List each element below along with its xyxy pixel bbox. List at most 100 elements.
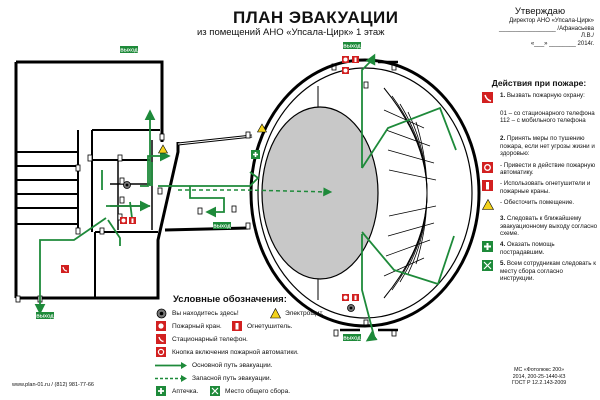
- exit-sign-bottom-mid: ВЫХОД: [343, 334, 361, 341]
- legend-phone: Стационарный телефон.: [172, 336, 248, 343]
- fire-hose-icon: [342, 67, 349, 74]
- page-subtitle: из помещений АНО «Упсала-Цирк» 1 этаж: [197, 27, 385, 38]
- fire-action-number: 1.: [500, 92, 506, 99]
- fire-hose-icon: [342, 294, 349, 301]
- approval-date-line: «___» ________ 2014г.: [530, 40, 594, 47]
- phone-icon: [156, 334, 166, 344]
- footer-certification: МС «Фотолюкс 200» 2014, 200-25-1440-КЗ Г…: [512, 367, 566, 387]
- exit-sign-top-left: ВЫХОД: [120, 46, 138, 53]
- legend-backup-route: Запасной путь эвакуации.: [192, 375, 272, 382]
- phone-icon: [482, 92, 493, 103]
- circus-hall: [249, 58, 481, 332]
- fire-action-number: 5.: [500, 260, 506, 268]
- legend-row: Вы находитесь здесь! Электрощит.: [154, 308, 414, 321]
- plan-symbols: [61, 56, 359, 312]
- legend-row: Запасной путь эвакуации.: [154, 373, 414, 386]
- exit-sign-label: ВЫХОД: [120, 47, 138, 52]
- fire-action-text: Следовать к ближайшему эвакуационному вы…: [500, 215, 598, 238]
- approval-heading: Утверждаю: [514, 6, 566, 17]
- first-aid-icon: [482, 241, 493, 253]
- footer-cert-line: МС «Фотолюкс 200»: [514, 367, 565, 373]
- exit-sign-top-mid: ВЫХОД: [343, 42, 361, 49]
- electric-hazard-icon: [482, 199, 495, 211]
- approval-signature-line: _________________ /Афанасьева Л.В./: [499, 25, 594, 40]
- assembly-point-icon: [210, 386, 220, 396]
- fire-action-text: Оказать помощь пострадавшим.: [500, 241, 555, 256]
- first-aid-icon: [251, 150, 260, 159]
- fire-alarm-button-icon: [482, 161, 493, 173]
- fire-action-text: Всем сотрудникам следовать к месту сбора…: [500, 260, 596, 283]
- first-aid-icon: [156, 386, 166, 396]
- fire-action-number: 3.: [500, 215, 506, 223]
- legend: Условные обозначения: Вы находитесь здес…: [154, 294, 414, 399]
- fire-action-item: - Использовать огнетушители и пожарные к…: [480, 180, 598, 195]
- fire-action-text: - Использовать огнетушители и пожарные к…: [500, 180, 591, 195]
- legend-fire-hose: Пожарный кран.: [172, 323, 222, 330]
- fire-action-text: Вызвать пожарную охрану:: [506, 92, 585, 99]
- fire-alarm-button-icon: [156, 347, 166, 357]
- fire-action-text: 112 – с мобильного телефона: [500, 117, 586, 125]
- fire-action-text: - Привести в действие пожарную автоматик…: [500, 161, 596, 177]
- fire-action-text: - Обесточить помещение.: [500, 199, 575, 207]
- exit-sign-label: ВЫХОД: [213, 223, 231, 228]
- legend-extinguisher: Огнетушитель.: [247, 323, 293, 330]
- fire-hose-icon: [120, 217, 127, 224]
- electric-hazard-icon: [270, 308, 281, 319]
- assembly-point-icon: [482, 260, 493, 272]
- arena: [261, 106, 379, 280]
- extinguisher-icon: [129, 217, 136, 224]
- legend-first-aid: Аптечка.: [172, 388, 199, 395]
- you-are-here-icon: [347, 304, 355, 312]
- phone-icon: [61, 265, 69, 273]
- left-building: [14, 60, 253, 300]
- fire-hose-icon: [156, 321, 166, 331]
- fire-action-text: Принять меры по тушению пожара, если нет…: [500, 135, 595, 158]
- legend-assembly-point: Место общего сбора.: [225, 388, 291, 395]
- exit-signs: ВЫХОД ВЫХОД ВЫХОД ВЫХОД ВЫХОД: [36, 42, 361, 341]
- fire-action-number: 2.: [500, 135, 506, 143]
- footer-cert-line: 2014, 200-25-1440-КЗ: [512, 373, 566, 380]
- you-are-here-icon: [156, 308, 167, 319]
- footer-cert-line: ГОСТ Р 12.2.143-2009: [512, 380, 567, 387]
- legend-alarm-button: Кнопка включения пожарной автоматики.: [172, 349, 299, 356]
- fire-action-item: 112 – с мобильного телефона: [480, 117, 598, 131]
- legend-main-route: Основной путь эвакуации.: [192, 362, 273, 369]
- exit-sign-bottom-left: ВЫХОД: [36, 312, 54, 319]
- approval-block: Утверждаю Директор АНО «Упсала-Цирк» ___…: [486, 6, 594, 48]
- legend-row: Кнопка включения пожарной автоматики.: [154, 347, 414, 360]
- fire-action-item: 1. Вызвать пожарную охрану:: [480, 92, 598, 106]
- fire-action-item: 3. Следовать к ближайшему эвакуационному…: [480, 215, 598, 237]
- backup-evacuation-routes: [178, 187, 333, 197]
- backup-route-icon: [155, 375, 187, 382]
- fire-action-item: 01 – со стационарного телефона: [480, 110, 598, 117]
- fire-hose-icon: [342, 56, 349, 63]
- fire-actions-heading: Действия при пожаре:: [491, 78, 587, 88]
- fire-action-number: 4.: [500, 241, 506, 249]
- fire-actions-panel: Действия при пожаре: 1. Вызвать пожарную…: [480, 78, 598, 287]
- fire-action-item: 2. Принять меры по тушению пожара, если …: [480, 135, 598, 157]
- fire-action-item: 4. Оказать помощь пострадавшим.: [480, 241, 598, 256]
- you-are-here-icon: [123, 181, 131, 189]
- fire-action-text: 01 – со стационарного телефона: [500, 110, 595, 117]
- extinguisher-icon: [352, 294, 359, 301]
- extinguisher-icon: [482, 180, 493, 192]
- main-route-icon: [155, 362, 187, 369]
- exit-sign-label: ВЫХОД: [343, 335, 361, 340]
- legend-row: Пожарный кран. Огнетушитель.: [154, 321, 414, 334]
- electric-hazard-icon: [256, 123, 268, 133]
- footer-contact: www.plan-01.ru / (812) 981-77-66: [12, 382, 94, 388]
- main-evacuation-routes: [34, 53, 457, 342]
- legend-you-are-here: Вы находитесь здесь!: [172, 310, 239, 317]
- fire-action-item: - Привести в действие пожарную автоматик…: [480, 161, 598, 177]
- extinguisher-icon: [352, 56, 359, 63]
- exit-sign-mid-left: ВЫХОД: [213, 222, 231, 229]
- extinguisher-icon: [232, 321, 242, 331]
- legend-electric-panel: Электрощит.: [285, 310, 324, 317]
- exit-sign-label: ВЫХОД: [36, 313, 54, 318]
- legend-heading: Условные обозначения:: [173, 294, 287, 305]
- legend-row: Стационарный телефон.: [154, 334, 414, 347]
- fire-action-item: - Обесточить помещение.: [480, 199, 598, 211]
- electric-hazard-icon: [157, 144, 169, 154]
- exit-sign-label: ВЫХОД: [343, 43, 361, 48]
